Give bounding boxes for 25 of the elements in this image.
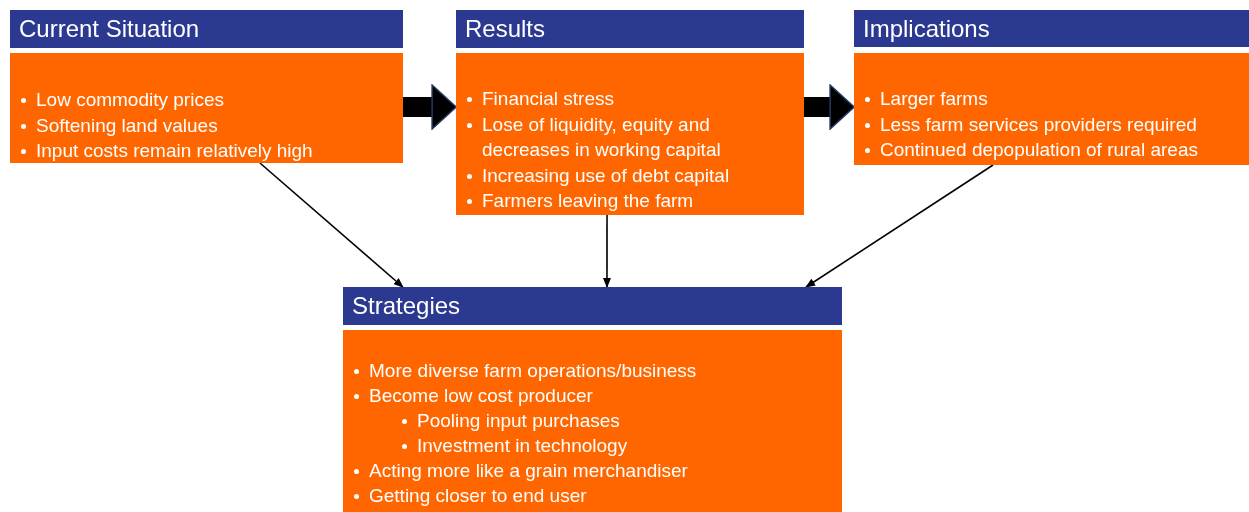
arrow [259, 162, 404, 288]
bullet-item: Investment in technology [417, 434, 629, 458]
bullet-item: Pooling input purchases [417, 409, 621, 433]
bullet-item: Increasing use of debt capital [482, 163, 731, 188]
bullet-item: Continued depopulation of rural areas [880, 138, 1199, 162]
bullet-item: Farmers leaving the farm [482, 189, 695, 213]
heading-text: Results [465, 15, 546, 42]
bullet-item: Lose of liquidity, equity and decreases in working capital [482, 112, 722, 162]
bullet-item: Acting more like a grain merchandiser [369, 459, 689, 483]
bullet-item: Low commodity prices [36, 88, 225, 112]
arrow [603, 214, 611, 288]
heading-text: Implications [863, 15, 990, 42]
bullet-item: Softening land values [36, 113, 219, 138]
heading-text: Current Situation [19, 15, 200, 42]
bullet-item: Become low cost producer [369, 384, 594, 408]
bullet-item: Less farm services providers required [880, 112, 1198, 137]
bullet-item: Input costs remain relatively high [36, 139, 314, 163]
heading-text: Strategies [352, 292, 461, 319]
arrow [805, 164, 994, 288]
bullet-item: More diverse farm operations/business [369, 359, 698, 383]
bullet-item: Financial stress [482, 87, 615, 111]
block-arrow [403, 84, 457, 130]
bullet-item: Getting closer to end user [369, 484, 588, 508]
block-arrow [803, 84, 855, 130]
bullet-item: Larger farms [880, 87, 989, 111]
